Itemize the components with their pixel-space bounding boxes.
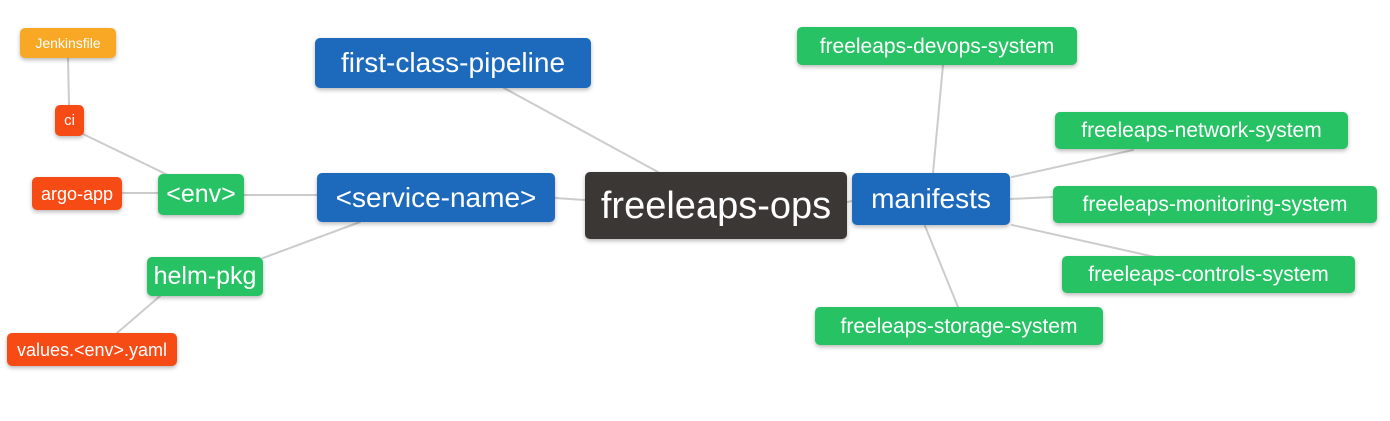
edge-service-name-to-helm-pkg [262,221,361,259]
edge-freeleaps-ops-to-manifests [846,200,853,203]
node-label-first-class-pipeline: first-class-pipeline [340,47,566,78]
edge-manifests-to-freeleaps-storage-system [924,225,959,308]
mindmap-node-freeleaps-storage-system[interactable]: freeleaps-storage-system [815,307,1103,345]
mindmap-node-jenkinsfile[interactable]: Jenkinsfile [20,28,116,58]
edge-manifests-to-freeleaps-monitoring-system [1009,196,1054,200]
mindmap-node-first-class-pipeline[interactable]: first-class-pipeline [315,38,591,88]
mindmap-node-freeleaps-monitoring-system[interactable]: freeleaps-monitoring-system [1053,186,1377,223]
node-label-env: <env> [166,180,236,208]
mindmap-node-manifests[interactable]: manifests [852,173,1010,225]
node-label-freeleaps-devops-system: freeleaps-devops-system [819,34,1055,58]
mindmap-node-ci[interactable]: ci [55,105,84,136]
mindmap-node-values-env-yaml[interactable]: values.<env>.yaml [7,333,177,366]
node-label-freeleaps-monitoring-system: freeleaps-monitoring-system [1082,193,1348,216]
node-label-manifests: manifests [871,183,991,214]
edge-manifests-to-freeleaps-devops-system [932,64,944,174]
edge-ci-to-env [82,133,173,178]
mindmap-node-freeleaps-devops-system[interactable]: freeleaps-devops-system [797,27,1077,65]
node-label-freeleaps-controls-system: freeleaps-controls-system [1088,263,1329,286]
edge-helm-pkg-to-values-env-yaml [116,295,161,334]
edge-first-class-pipeline-to-freeleaps-ops [503,87,659,173]
edge-service-name-to-freeleaps-ops [554,197,586,201]
node-label-values-env-yaml: values.<env>.yaml [16,339,168,360]
mindmap-node-freeleaps-network-system[interactable]: freeleaps-network-system [1055,112,1348,149]
mindmap-node-helm-pkg[interactable]: helm-pkg [147,257,263,296]
node-label-freeleaps-ops: freeleaps-ops [600,184,832,227]
mindmap-node-freeleaps-controls-system[interactable]: freeleaps-controls-system [1062,256,1355,293]
node-label-argo-app: argo-app [40,183,114,204]
node-label-ci: ci [64,112,75,129]
edge-manifests-to-freeleaps-network-system [1011,149,1134,178]
mindmap-node-service-name[interactable]: <service-name> [317,173,555,222]
node-label-helm-pkg: helm-pkg [153,262,257,290]
node-label-freeleaps-storage-system: freeleaps-storage-system [840,314,1078,338]
edge-jenkinsfile-to-ci [67,57,70,106]
node-label-service-name: <service-name> [335,181,537,213]
mindmap-node-argo-app[interactable]: argo-app [32,177,122,210]
mindmap-node-freeleaps-ops[interactable]: freeleaps-ops [585,172,847,239]
node-label-freeleaps-network-system: freeleaps-network-system [1081,119,1322,142]
mindmap-node-env[interactable]: <env> [158,174,244,215]
edge-manifests-to-freeleaps-controls-system [1011,224,1156,258]
node-label-jenkinsfile: Jenkinsfile [35,35,101,51]
